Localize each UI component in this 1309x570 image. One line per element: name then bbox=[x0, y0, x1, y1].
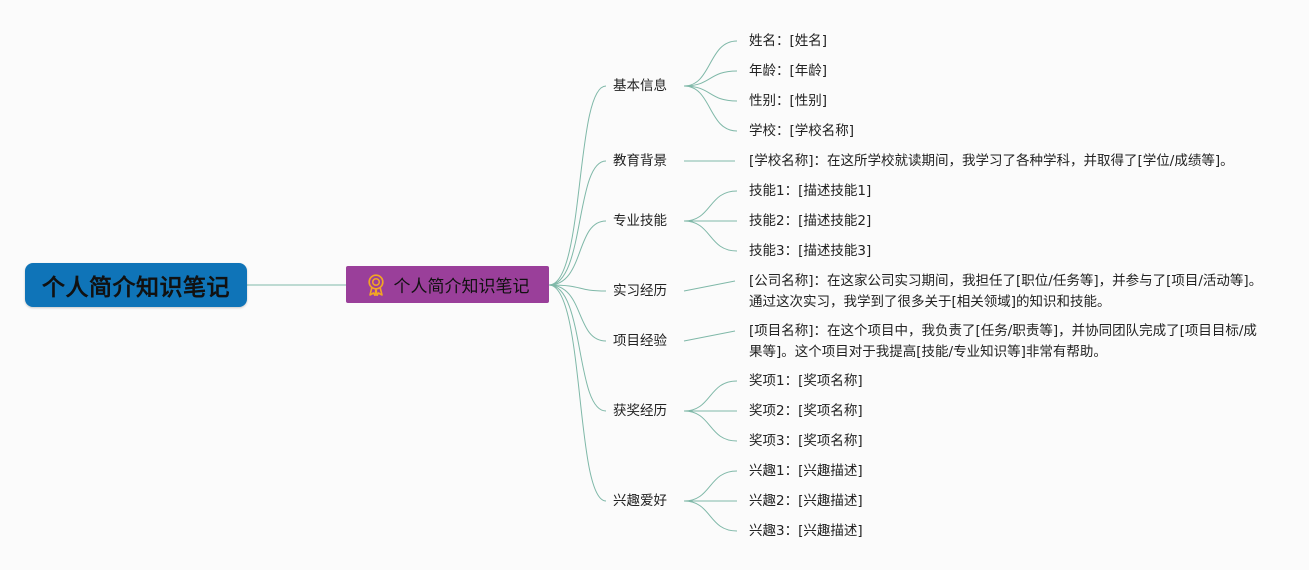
leaf-award-2[interactable]: 奖项2：[奖项名称] bbox=[749, 402, 863, 420]
leaf-award-3[interactable]: 奖项3：[奖项名称] bbox=[749, 432, 863, 450]
leaf-label: [公司名称]：在这家公司实习期间，我担任了[职位/任务等]，并参与了[项目/活动… bbox=[749, 273, 1263, 310]
connector-center-topic-5 bbox=[548, 284, 607, 412]
topic-skills[interactable]: 专业技能 bbox=[613, 212, 667, 230]
leaf-label: 性别：[性别] bbox=[749, 93, 828, 109]
leaf-project-detail[interactable]: [项目名称]：在这个项目中，我负责了[任务/职责等]，并协同团队完成了[项目目标… bbox=[749, 321, 1269, 363]
leaf-school[interactable]: 学校：[学校名称] bbox=[749, 122, 854, 140]
topic-awards[interactable]: 获奖经历 bbox=[613, 402, 667, 420]
connector-topic-0-leaf-0 bbox=[683, 40, 738, 87]
leaf-label: 技能3：[描述技能3] bbox=[749, 243, 872, 259]
topic-label: 获奖经历 bbox=[613, 403, 667, 419]
leaf-label: 学校：[学校名称] bbox=[749, 123, 855, 139]
leaf-label: 兴趣3：[兴趣描述] bbox=[749, 523, 863, 539]
connector-topic-6-leaf-2 bbox=[683, 500, 738, 532]
leaf-internship-detail[interactable]: [公司名称]：在这家公司实习期间，我担任了[职位/任务等]，并参与了[项目/活动… bbox=[749, 271, 1269, 313]
leaf-label: [项目名称]：在这个项目中，我负责了[任务/职责等]，并协同团队完成了[项目目标… bbox=[749, 323, 1257, 360]
award-badge-icon bbox=[366, 273, 386, 296]
connector-topic-0-leaf-3 bbox=[683, 85, 738, 132]
connector-center-topic-4 bbox=[548, 284, 607, 342]
root-node-label: 个人简介知识笔记 bbox=[42, 275, 230, 301]
connector-center-topic-1 bbox=[548, 160, 607, 286]
topic-projects[interactable]: 项目经验 bbox=[613, 332, 667, 350]
connector-topic-2-leaf-2 bbox=[683, 220, 738, 252]
center-topic-label: 个人简介知识笔记 bbox=[393, 277, 530, 297]
leaf-education-detail[interactable]: [学校名称]：在这所学校就读期间，我学习了各种学科，并取得了[学位/成绩等]。 bbox=[749, 152, 1234, 170]
topic-hobbies[interactable]: 兴趣爱好 bbox=[613, 492, 667, 510]
topic-basic-info[interactable]: 基本信息 bbox=[613, 77, 667, 95]
connector-topic-4-leaf-0 bbox=[683, 330, 736, 342]
leaf-label: 技能1：[描述技能1] bbox=[749, 183, 872, 199]
leaf-skill-2[interactable]: 技能2：[描述技能2] bbox=[749, 212, 871, 230]
leaf-name[interactable]: 姓名：[姓名] bbox=[749, 32, 827, 50]
connector-center-topic-6 bbox=[548, 284, 607, 502]
leaf-hobby-1[interactable]: 兴趣1：[兴趣描述] bbox=[749, 462, 863, 480]
leaf-skill-3[interactable]: 技能3：[描述技能3] bbox=[749, 242, 871, 260]
leaf-hobby-3[interactable]: 兴趣3：[兴趣描述] bbox=[749, 522, 863, 540]
topic-label: 兴趣爱好 bbox=[613, 493, 667, 509]
leaf-label: 奖项2：[奖项名称] bbox=[749, 403, 863, 419]
connector-center-topic-2 bbox=[548, 220, 607, 286]
leaf-label: 奖项1：[奖项名称] bbox=[749, 373, 863, 389]
leaf-skill-1[interactable]: 技能1：[描述技能1] bbox=[749, 182, 871, 200]
topic-internship[interactable]: 实习经历 bbox=[613, 282, 667, 300]
leaf-label: 兴趣1：[兴趣描述] bbox=[749, 463, 863, 479]
leaf-label: 姓名：[姓名] bbox=[749, 33, 828, 49]
leaf-label: 技能2：[描述技能2] bbox=[749, 213, 872, 229]
topic-label: 专业技能 bbox=[613, 213, 667, 229]
connector-topic-2-leaf-0 bbox=[683, 190, 738, 222]
connector-center-topic-0 bbox=[548, 85, 607, 286]
leaf-label: [学校名称]：在这所学校就读期间，我学习了各种学科，并取得了[学位/成绩等]。 bbox=[749, 153, 1234, 169]
leaf-gender[interactable]: 性别：[性别] bbox=[749, 92, 827, 110]
center-topic-node[interactable]: 个人简介知识笔记 bbox=[346, 266, 549, 303]
topic-label: 实习经历 bbox=[613, 283, 667, 299]
connector-topic-5-leaf-0 bbox=[683, 380, 738, 412]
leaf-age[interactable]: 年龄：[年龄] bbox=[749, 62, 827, 80]
connector-topic-6-leaf-0 bbox=[683, 470, 738, 502]
connector-topic-0-leaf-2 bbox=[683, 85, 738, 102]
connector-topic-3-leaf-0 bbox=[683, 280, 736, 292]
topic-label: 教育背景 bbox=[613, 153, 667, 169]
connector-center-topic-3 bbox=[548, 284, 607, 292]
leaf-award-1[interactable]: 奖项1：[奖项名称] bbox=[749, 372, 863, 390]
topic-label: 项目经验 bbox=[613, 333, 667, 349]
leaf-label: 年龄：[年龄] bbox=[749, 63, 828, 79]
leaf-label: 奖项3：[奖项名称] bbox=[749, 433, 863, 449]
connector-topic-0-leaf-1 bbox=[683, 70, 738, 87]
leaf-label: 兴趣2：[兴趣描述] bbox=[749, 493, 863, 509]
root-node[interactable]: 个人简介知识笔记 bbox=[25, 263, 247, 307]
leaf-hobby-2[interactable]: 兴趣2：[兴趣描述] bbox=[749, 492, 863, 510]
topic-education[interactable]: 教育背景 bbox=[613, 152, 667, 170]
connector-topic-5-leaf-2 bbox=[683, 410, 738, 442]
topic-label: 基本信息 bbox=[613, 78, 667, 94]
